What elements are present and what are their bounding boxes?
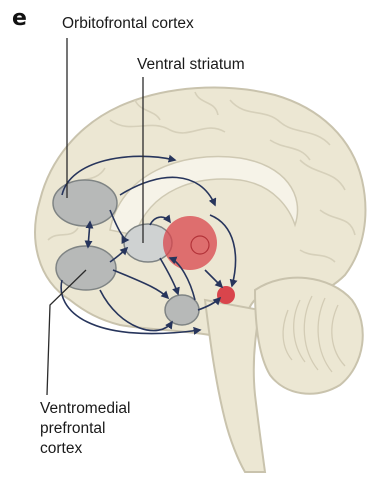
orbitofrontal-cortex-region [53, 180, 117, 226]
label-ventral-striatum: Ventral striatum [137, 56, 245, 74]
panel-letter: e [12, 6, 27, 31]
red-region-small [217, 286, 235, 304]
label-vmpfc-line1: Ventromedial [40, 400, 130, 418]
cerebellum [255, 278, 363, 394]
vmpfc-region [56, 246, 116, 290]
label-orbitofrontal-cortex: Orbitofrontal cortex [62, 15, 194, 33]
label-vmpfc-line2: prefrontal [40, 420, 105, 438]
lower-region [165, 295, 199, 325]
label-vmpfc-line3: cortex [40, 440, 82, 458]
